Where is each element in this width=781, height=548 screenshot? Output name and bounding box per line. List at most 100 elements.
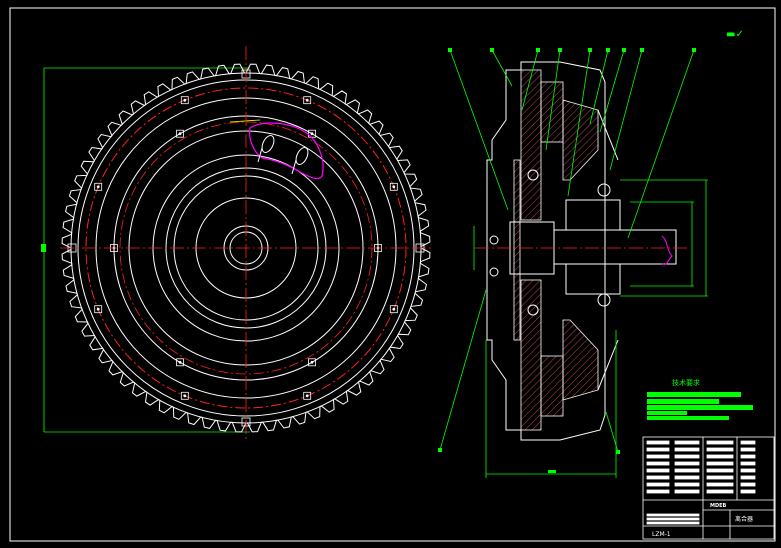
dim-text-diameter [41, 244, 46, 252]
bolt-hole [389, 305, 398, 314]
bolt-hole [94, 182, 103, 191]
title-cell [646, 454, 670, 459]
title-cell [706, 447, 734, 452]
spring-top [527, 169, 539, 181]
bolt-hole [94, 305, 103, 314]
bolt-circle [85, 87, 407, 409]
hatched-sections [513, 69, 599, 431]
title-block [642, 436, 775, 540]
part-balloon [606, 48, 610, 52]
spring-bottom [527, 304, 539, 316]
pilot-bearing-bottom [489, 267, 499, 277]
title-cell [646, 447, 670, 452]
tech-line-1 [647, 392, 741, 397]
title-cell [646, 489, 670, 494]
front-view [41, 46, 432, 440]
title-cell [706, 475, 734, 480]
release-bearing-top [565, 199, 621, 231]
lever-line-1 [257, 147, 263, 163]
part-balloon [448, 48, 452, 52]
title-cell [646, 475, 670, 480]
pilot-bearing-top [489, 235, 499, 245]
part-balloon [536, 48, 540, 52]
title-cell [740, 461, 756, 466]
title-cell [740, 468, 756, 473]
part-balloon [622, 48, 626, 52]
title-cell [674, 475, 700, 480]
part-balloon [640, 48, 644, 52]
title-cell [646, 440, 670, 445]
bolt-center [392, 307, 396, 311]
tech-line-3 [647, 405, 753, 410]
bolt-center [305, 394, 309, 398]
title-cell [674, 482, 700, 487]
title-cell [646, 521, 700, 525]
title-cell [646, 482, 670, 487]
title-cell [740, 475, 756, 480]
part-balloons [438, 48, 696, 454]
part-balloon [438, 448, 442, 452]
title-cell [706, 482, 734, 487]
bolt-center [305, 98, 309, 102]
lever-ref-line [229, 119, 261, 123]
bolt-hole [176, 129, 184, 138]
bolt-center [310, 360, 314, 364]
title-cell [706, 461, 734, 466]
tech-line-5 [647, 416, 729, 420]
bolt-hole [180, 391, 189, 400]
part-balloon [490, 48, 494, 52]
title-block-drawing-no: LZM-1 [652, 531, 671, 538]
title-cell [646, 517, 700, 521]
dim-text-width [548, 470, 556, 473]
bolt-hole [308, 358, 316, 367]
tech-requirements-title: 技术要求 [672, 378, 700, 387]
part-balloon [588, 48, 592, 52]
bolt-hole [176, 358, 184, 367]
title-cell [646, 513, 700, 517]
title-cell [740, 489, 756, 494]
title-cell [740, 447, 756, 452]
title-cell [740, 482, 756, 487]
title-cell [706, 489, 734, 494]
housing-outline [486, 61, 606, 441]
title-cell [646, 468, 670, 473]
bolt-center [310, 132, 314, 136]
bolt-center [178, 360, 182, 364]
bearing-ball-bottom [597, 293, 611, 307]
drawing-frame [9, 7, 776, 542]
part-balloon [616, 450, 620, 454]
release-bearing-bottom [565, 263, 621, 295]
title-block-series: MDEB [710, 503, 727, 509]
bolt-center [96, 185, 100, 189]
title-cell [674, 440, 700, 445]
tech-line-4 [647, 411, 687, 415]
title-cell [674, 447, 700, 452]
lever-slot-1 [261, 135, 275, 153]
bolt-center [183, 394, 187, 398]
title-cell [674, 489, 700, 494]
title-cell [706, 468, 734, 473]
title-block-part-name: 离合器 [735, 515, 753, 523]
bolt-center [96, 307, 100, 311]
title-block-rows [646, 440, 756, 525]
bolt-hole [303, 96, 312, 105]
lever-slot-2 [295, 147, 309, 165]
bolt-center [178, 132, 182, 136]
bolt-holes [67, 69, 425, 427]
section-view [438, 48, 708, 478]
bolt-hole [303, 391, 312, 400]
bolt-center [392, 185, 396, 189]
bolt-center [183, 98, 187, 102]
title-cell [740, 454, 756, 459]
lever-line-2 [291, 159, 297, 175]
bolt-hole [180, 96, 189, 105]
title-cell [706, 454, 734, 459]
leader-lines [439, 49, 695, 453]
tech-line-2 [647, 399, 719, 404]
shaft-break [661, 235, 673, 265]
title-cell [706, 440, 734, 445]
title-cell [740, 440, 756, 445]
title-cell [674, 461, 700, 466]
